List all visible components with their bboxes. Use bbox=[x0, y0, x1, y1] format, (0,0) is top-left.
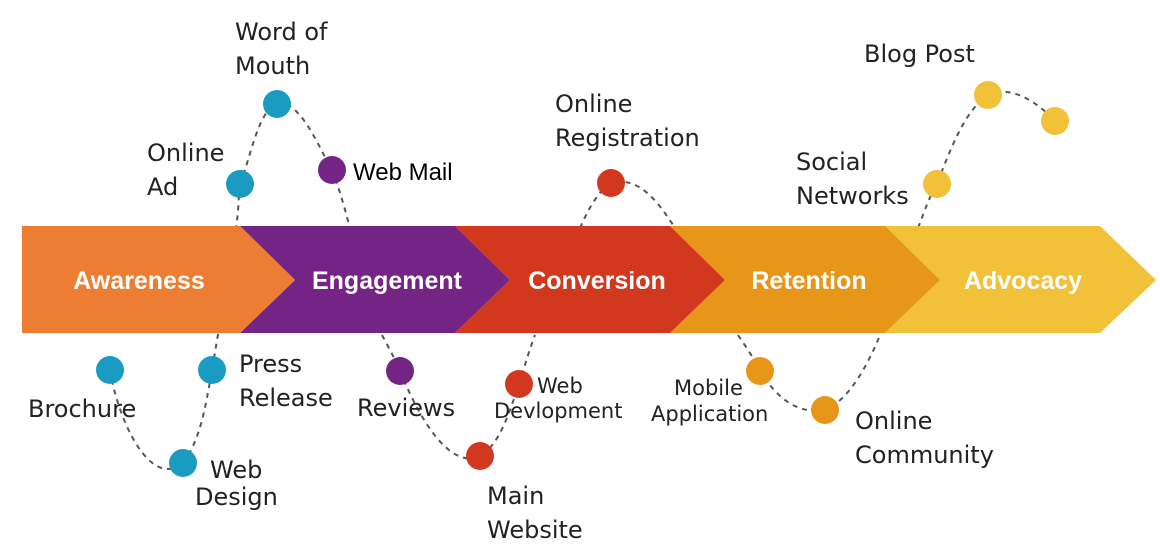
stage-arrow-advocacy bbox=[885, 226, 1156, 333]
stage-arrow-awareness bbox=[22, 226, 295, 333]
stage-arrows bbox=[22, 226, 1156, 333]
dot-word-of-mouth bbox=[263, 90, 291, 118]
dot-online-community bbox=[811, 396, 839, 424]
label-online-community: Online Community bbox=[855, 407, 994, 469]
label-online-ad-line2: Ad bbox=[147, 173, 178, 201]
label-word-of-mouth-line2: Mouth bbox=[235, 52, 310, 80]
label-mobile-application-line2: Application bbox=[651, 402, 768, 426]
dot-online-ad bbox=[226, 170, 254, 198]
label-mobile-application-line1: Mobile bbox=[674, 376, 743, 400]
dot-advocacy-end bbox=[1041, 107, 1069, 135]
label-word-of-mouth-line1: Word of bbox=[235, 18, 328, 46]
label-social-networks-line1: Social bbox=[796, 148, 867, 176]
label-web-development-line1: Web bbox=[537, 374, 583, 398]
label-web-development: Web Devlopment bbox=[494, 374, 622, 423]
label-online-community-line2: Community bbox=[855, 441, 994, 469]
dot-main-website bbox=[466, 442, 494, 470]
label-main-website: Main Website bbox=[487, 482, 583, 544]
label-web-development-line2: Devlopment bbox=[494, 399, 622, 423]
label-main-website-line2: Website bbox=[487, 516, 583, 544]
stage-label-retention: Retention bbox=[751, 267, 866, 295]
dot-social-networks bbox=[923, 170, 951, 198]
label-press-release-line1: Press bbox=[239, 350, 302, 378]
stage-arrow-retention bbox=[670, 226, 940, 333]
dot-web-mail bbox=[318, 156, 346, 184]
dot-blog-post bbox=[974, 81, 1002, 109]
dot-mobile-application bbox=[746, 357, 774, 385]
label-social-networks: Social Networks bbox=[796, 148, 909, 210]
label-brochure: Brochure bbox=[28, 395, 136, 423]
label-online-community-line1: Online bbox=[855, 407, 932, 435]
label-web-mail: Web Mail bbox=[353, 159, 453, 186]
stage-label-engagement: Engagement bbox=[312, 267, 463, 295]
label-blog-post: Blog Post bbox=[864, 40, 975, 68]
stage-arrow-engagement bbox=[240, 226, 510, 333]
label-word-of-mouth: Word of Mouth bbox=[235, 18, 335, 80]
label-online-registration-line1: Online bbox=[555, 90, 632, 118]
label-web-design-line1: Web bbox=[210, 456, 262, 484]
stage-labels: Awareness Engagement Conversion Retentio… bbox=[73, 267, 1082, 295]
label-online-ad: Online Ad bbox=[147, 139, 232, 201]
label-web-design: Web Design bbox=[195, 456, 278, 511]
label-online-registration: Online Registration bbox=[555, 90, 700, 152]
touchpoint-dots bbox=[96, 81, 1069, 477]
dot-online-registration bbox=[597, 169, 625, 197]
stage-label-conversion: Conversion bbox=[528, 267, 666, 295]
dot-reviews bbox=[386, 357, 414, 385]
stage-arrow-conversion bbox=[455, 226, 725, 333]
dot-press-release bbox=[198, 356, 226, 384]
dot-web-design bbox=[169, 449, 197, 477]
label-mobile-application: Mobile Application bbox=[651, 376, 768, 426]
label-social-networks-line2: Networks bbox=[796, 182, 909, 210]
label-online-ad-line1: Online bbox=[147, 139, 224, 167]
dot-web-development bbox=[505, 370, 533, 398]
stage-label-awareness: Awareness bbox=[73, 267, 205, 295]
dot-brochure bbox=[96, 356, 124, 384]
stage-label-advocacy: Advocacy bbox=[964, 267, 1082, 295]
touchpoint-labels: Brochure Web Design Press Release Online… bbox=[28, 18, 994, 544]
label-web-design-line2: Design bbox=[195, 483, 278, 511]
label-press-release-line2: Release bbox=[239, 384, 333, 412]
label-main-website-line1: Main bbox=[487, 482, 544, 510]
label-press-release: Press Release bbox=[239, 350, 333, 412]
label-online-registration-line2: Registration bbox=[555, 124, 700, 152]
label-reviews: Reviews bbox=[357, 394, 455, 422]
